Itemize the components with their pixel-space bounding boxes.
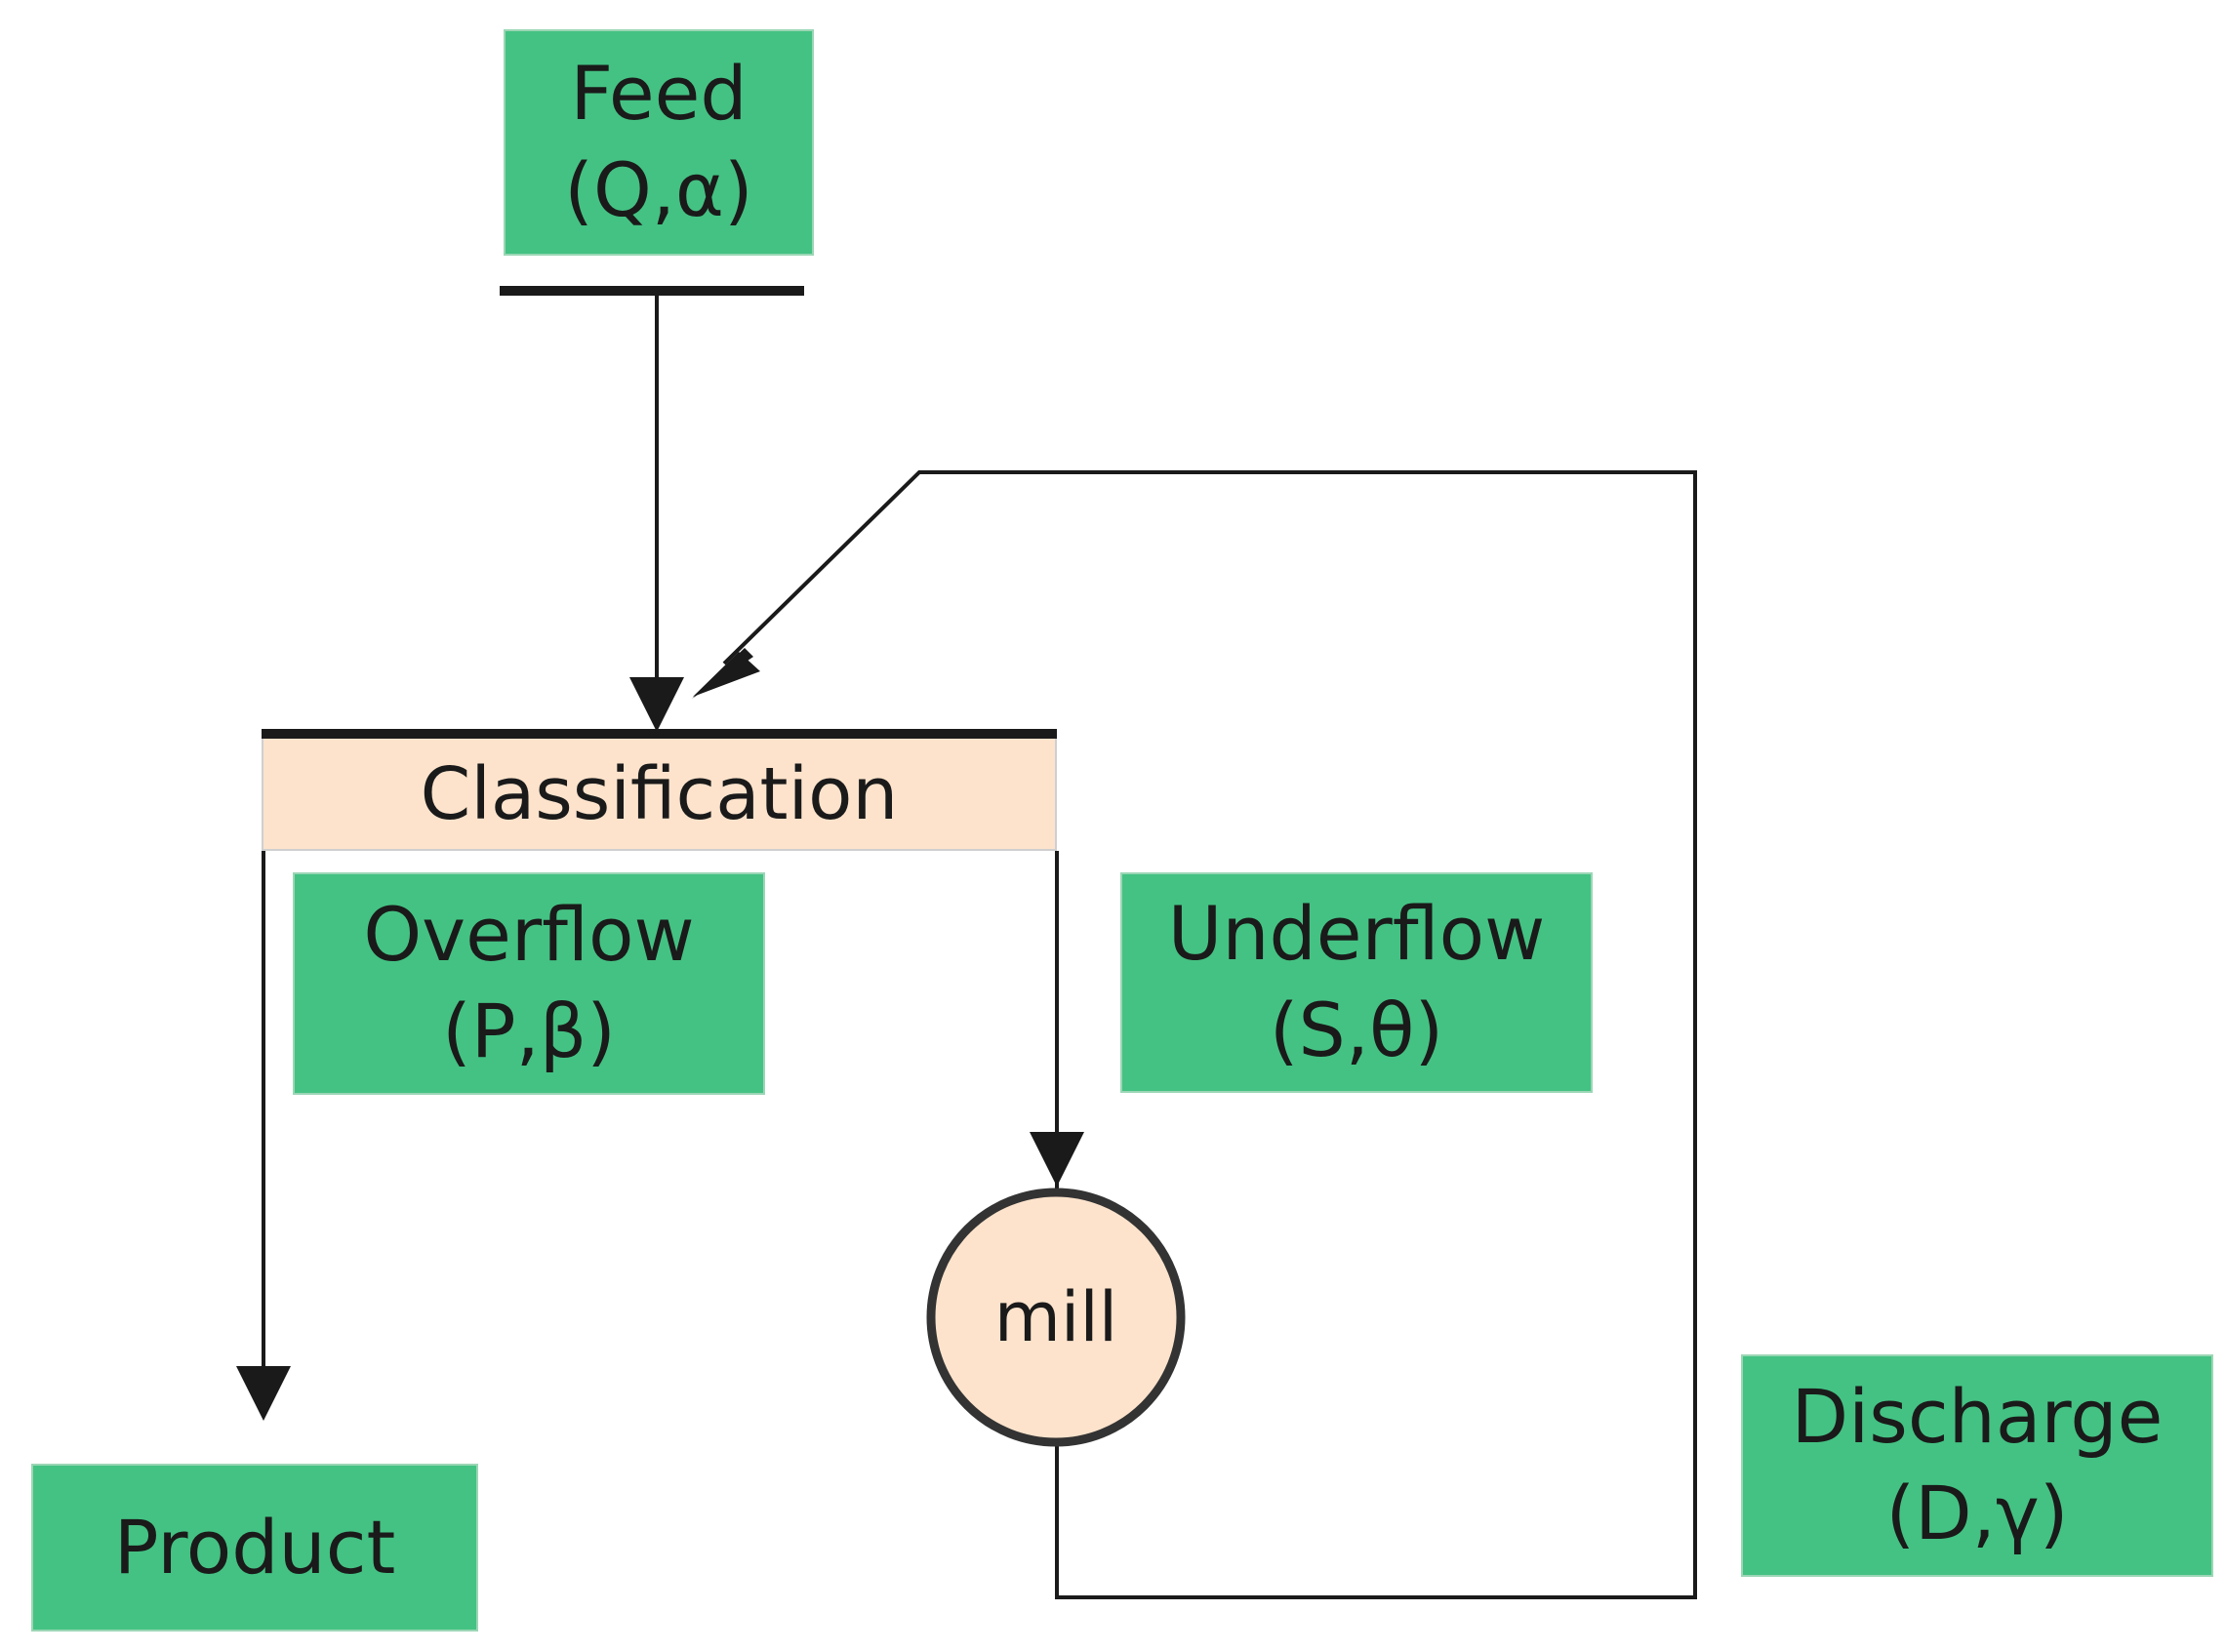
recycle-arrowhead-full	[693, 652, 760, 697]
underflow-symbol: (S,θ)	[1269, 987, 1444, 1073]
classification-node: Classification	[262, 739, 1057, 851]
mill-node: mill	[931, 1192, 1181, 1442]
feed-arrowhead	[629, 677, 684, 732]
feed-node: Feed (Q,α)	[504, 29, 814, 256]
discharge-title: Discharge	[1791, 1373, 2164, 1461]
product-title: Product	[113, 1503, 396, 1591]
mill-arrowhead	[1030, 1132, 1084, 1187]
overflow-title: Overflow	[363, 891, 695, 979]
overflow-node: Overflow (P,β)	[293, 872, 765, 1095]
mill-title: mill	[993, 1277, 1118, 1357]
underflow-node: Underflow (S,θ)	[1120, 872, 1593, 1093]
feed-symbol: (Q,α)	[564, 146, 753, 233]
recycle-loop-connector	[722, 470, 1697, 1599]
product-node: Product	[31, 1464, 478, 1632]
overflow-symbol: (P,β)	[442, 987, 616, 1074]
classification-title: Classification	[420, 751, 899, 836]
product-arrowhead	[236, 1366, 291, 1421]
discharge-node: Discharge (D,γ)	[1741, 1354, 2213, 1577]
mill-circle	[926, 1188, 1186, 1447]
feed-title: Feed	[570, 50, 748, 138]
discharge-symbol: (D,γ)	[1885, 1470, 2069, 1556]
underflow-title: Underflow	[1167, 890, 1546, 978]
